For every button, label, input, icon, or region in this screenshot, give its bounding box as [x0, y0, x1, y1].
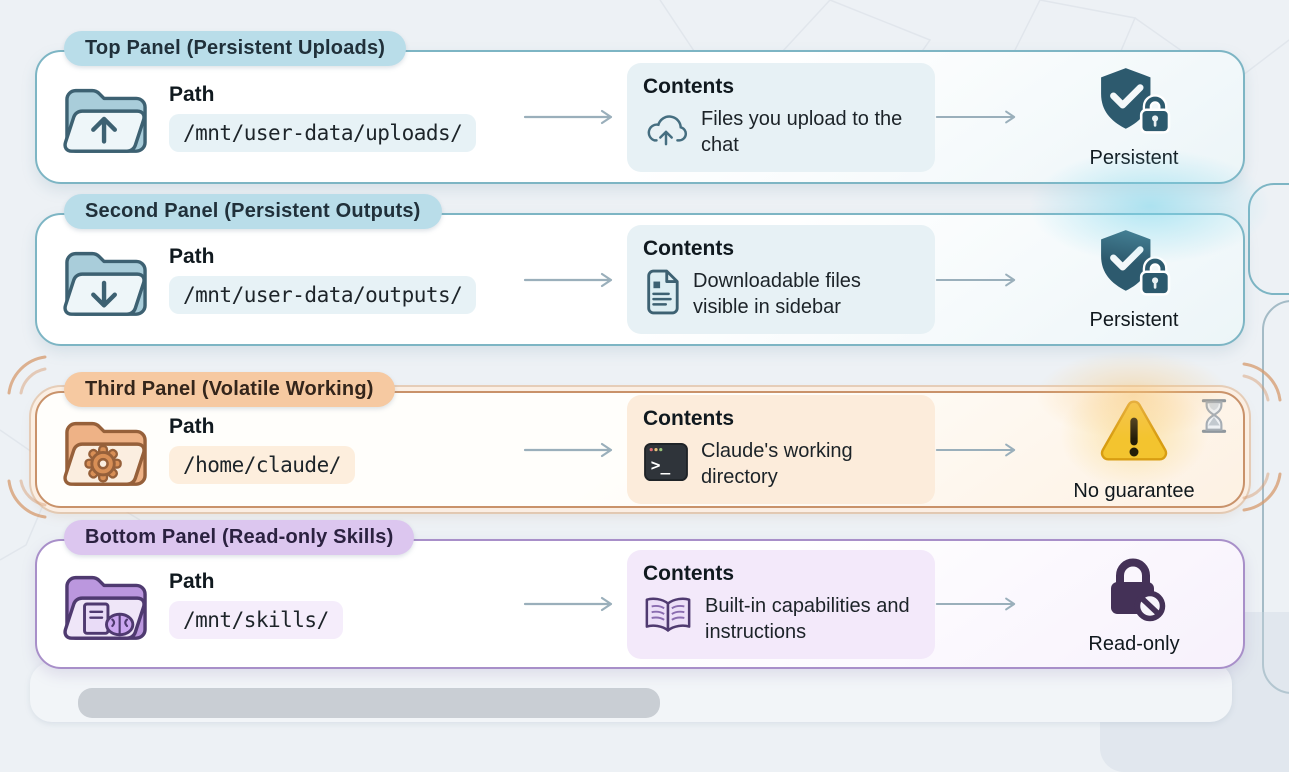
arrow-icon [519, 442, 627, 458]
arrow-icon [519, 596, 627, 612]
folder-download-icon [57, 239, 169, 321]
status-label: No guarantee [1073, 480, 1195, 502]
path-value: /mnt/user-data/outputs/ [169, 276, 477, 314]
shield-check-lock-icon [1094, 227, 1174, 304]
contents-box: Contents Files you upload to the chat [627, 62, 935, 172]
open-book-icon [643, 595, 693, 642]
cloud-upload-icon [643, 110, 689, 153]
status-label: Persistent [1089, 146, 1179, 169]
panel-title-badge: Top Panel (Persistent Uploads) [64, 31, 407, 66]
contents-box: Contents >_ Claude's working directory [627, 395, 935, 504]
hourglass-icon [1198, 397, 1230, 440]
panel-title-badge: Bottom Panel (Read-only Skills) [64, 520, 415, 555]
panel-persistent-uploads: Top Panel (Persistent Uploads) Path /mnt… [35, 31, 1245, 184]
path-label: Path [169, 82, 215, 106]
decorative-teal-bracket [1248, 183, 1289, 295]
path-value: /mnt/skills/ [169, 600, 343, 639]
status-label: Read-only [1088, 632, 1180, 655]
arrow-icon [519, 272, 627, 288]
folder-gear-icon [57, 409, 169, 491]
folder-book-brain-icon [57, 563, 169, 645]
path-label: Path [169, 245, 215, 268]
decorative-grey-band [78, 688, 660, 718]
contents-label: Contents [643, 561, 734, 585]
contents-label: Contents [643, 237, 734, 260]
contents-box: Contents Built-in capabilities and instr… [627, 549, 935, 659]
panel-title-badge: Second Panel (Persistent Outputs) [64, 194, 442, 229]
panel-readonly-skills: Bottom Panel (Read-only Skills) Path /mn… [35, 520, 1245, 669]
terminal-icon: >_ [643, 442, 689, 487]
panel-volatile-working: Third Panel (Volatile Working) [35, 372, 1245, 508]
contents-box: Contents Downloadable files visible in s… [627, 225, 935, 334]
arrow-icon [935, 272, 1025, 288]
arrow-icon [935, 109, 1025, 125]
path-value: /mnt/user-data/uploads/ [169, 113, 477, 152]
vibration-arcs [1242, 472, 1282, 512]
panel-persistent-outputs: Second Panel (Persistent Outputs) Path /… [35, 194, 1245, 346]
status-label: Persistent [1089, 309, 1179, 331]
contents-label: Contents [643, 407, 734, 430]
arrow-icon [935, 596, 1025, 612]
panel-title-badge: Third Panel (Volatile Working) [64, 372, 395, 407]
vibration-arcs [1242, 362, 1282, 402]
folder-upload-icon [57, 76, 169, 158]
contents-description: Claude's working directory [701, 440, 853, 488]
arrow-icon [519, 109, 627, 125]
shield-check-lock-icon [1094, 65, 1174, 142]
warning-triangle-icon [1092, 396, 1176, 475]
path-label: Path [169, 415, 215, 438]
path-label: Path [169, 569, 215, 593]
path-value: /home/claude/ [169, 446, 355, 484]
terminal-prompt: >_ [651, 455, 671, 474]
decorative-card-bottom [30, 662, 1232, 722]
decorative-right-card-outline [1262, 300, 1289, 694]
arrow-icon [935, 442, 1025, 458]
lock-readonly-icon [1098, 553, 1170, 628]
contents-description: Built-in capabilities and instructions [705, 594, 910, 643]
contents-label: Contents [643, 74, 734, 98]
vibration-arcs [7, 355, 47, 395]
contents-description: Files you upload to the chat [701, 107, 903, 156]
document-icon [643, 269, 681, 320]
contents-description: Downloadable files visible in sidebar [693, 270, 861, 318]
